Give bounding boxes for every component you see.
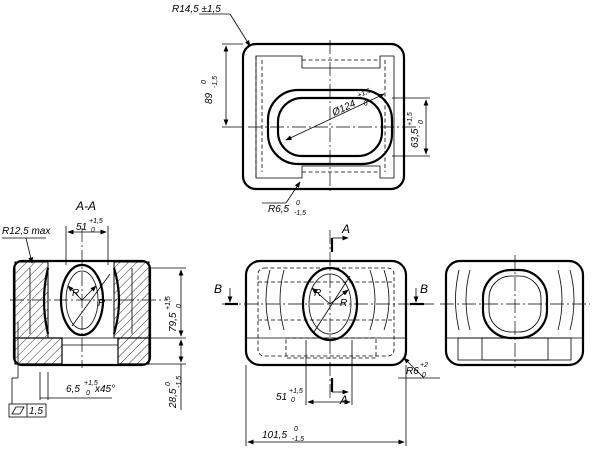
- label-c65-tail: x45°: [94, 384, 115, 395]
- label-section-b-left: B: [214, 282, 222, 296]
- label-w1015-up: 0: [294, 426, 298, 433]
- label-h795-lo: 0: [176, 304, 183, 308]
- label-h89-up: 0: [201, 80, 208, 84]
- label-h89: 89: [204, 92, 215, 104]
- top-view: [199, 13, 430, 204]
- label-dia-lo: 0: [363, 100, 370, 108]
- dimension-labels: R14,5 ±1,5 89 0 -1,5 Ø124 +1,5 0 63,5 +1…: [2, 4, 428, 443]
- label-w51-front: 51: [276, 392, 287, 403]
- label-h285-lo: -1,5: [176, 376, 183, 388]
- label-c65-lo: 0: [86, 390, 90, 397]
- label-section-a-top: A: [341, 222, 350, 236]
- label-c65-up: +1,5: [84, 380, 98, 387]
- label-section-b-right: B: [420, 282, 428, 296]
- label-w51-front-lo: 0: [291, 397, 295, 404]
- label-r6-up: +2: [420, 362, 428, 369]
- label-w1015: 101,5: [262, 430, 287, 441]
- label-section-aa: A-A: [75, 199, 96, 213]
- label-h89-lo: -1,5: [212, 76, 219, 88]
- label-w51-lo: 0: [91, 227, 95, 234]
- label-h635-lo: 0: [418, 120, 425, 124]
- label-r6: R6: [406, 366, 419, 377]
- label-dia: Ø124: [330, 98, 358, 119]
- label-w1015-lo: -1,5: [292, 436, 304, 443]
- section-aa-view: [2, 226, 186, 418]
- label-r-top: R14,5 ±1,5: [172, 4, 221, 15]
- label-h635-up: +1,5: [407, 112, 414, 126]
- label-h285-up: 0: [165, 382, 172, 386]
- label-h285: 28,5: [168, 388, 179, 409]
- label-r-front-left: R: [314, 288, 321, 299]
- label-r65: R6,5: [268, 204, 290, 215]
- label-c65: 6,5: [66, 384, 80, 395]
- front-view: [222, 230, 440, 446]
- label-r-front-right: R: [340, 298, 347, 309]
- label-r65-lo: -1,5: [294, 210, 306, 217]
- label-w51-up: +1,5: [89, 218, 103, 225]
- side-view: [440, 255, 590, 368]
- label-h795-up: +1,5: [165, 296, 172, 310]
- label-r65-up: 0: [296, 200, 300, 207]
- label-r-aa-right: R: [98, 298, 105, 309]
- label-r125: R12,5 max: [2, 226, 51, 237]
- label-r-aa-left: R: [72, 288, 79, 299]
- label-h795: 79,5: [168, 312, 179, 332]
- label-flatness: 1,5: [29, 406, 43, 417]
- label-section-a-bottom: A: [339, 393, 348, 407]
- label-w51-front-up: +1,5: [289, 388, 303, 395]
- label-r6-lo: 0: [422, 372, 426, 379]
- label-w51: 51: [76, 222, 87, 233]
- label-h635: 63,5: [410, 128, 421, 148]
